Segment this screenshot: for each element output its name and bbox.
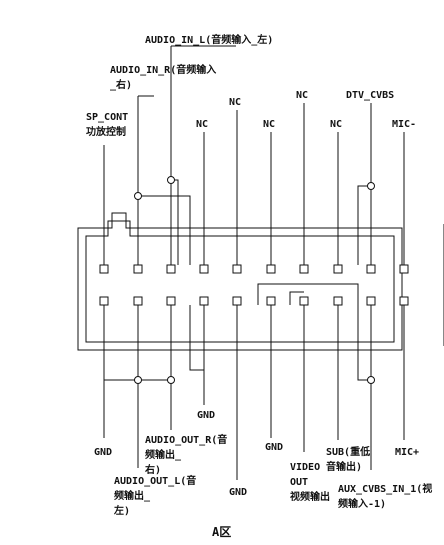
label-mic-minus: MIC- (392, 119, 416, 130)
label-sp-cont-line1: SP_CONT (86, 112, 128, 123)
label-video-out-line3: 视频输出 (290, 490, 330, 503)
pin-top-2 (133, 264, 143, 274)
label-sub-line1: SUB(重低 (326, 445, 370, 458)
pin-top-8 (333, 264, 343, 274)
diagram-caption: A区 (212, 525, 231, 539)
label-nc-4: NC (296, 90, 308, 101)
label-audio-out-r-line2: 频输出_ (145, 448, 182, 461)
label-audio-out-l-line3: 左) (113, 504, 130, 517)
pin-top-4 (199, 264, 209, 274)
pin-top-7 (299, 264, 309, 274)
junction-audio-in-l (167, 176, 175, 184)
pin-bottom-7 (299, 296, 309, 306)
label-audio-in-l: AUDIO_IN_L(音频输入_左) (145, 33, 273, 46)
label-mic-plus: MIC+ (395, 447, 419, 458)
label-nc-3: NC (263, 119, 275, 130)
junction-aux (367, 376, 375, 384)
junction-audio-in-r (134, 192, 142, 200)
label-aux-cvbs-line1: AUX_CVBS_IN_1(视 (338, 482, 432, 495)
bottom-wires (103, 283, 405, 480)
label-audio-in-r-line2: _右) (110, 78, 132, 91)
pin-bottom-10 (399, 296, 409, 306)
label-gnd-3: GND (229, 487, 247, 498)
top-wires (103, 45, 405, 265)
junctions (134, 176, 375, 384)
pin-bottom-6 (266, 296, 276, 306)
top-labels: AUDIO_IN_L(音频输入_左) AUDIO_IN_R(音频输入 _右) S… (86, 33, 416, 138)
label-gnd-4: GND (265, 442, 283, 453)
label-gnd-1: GND (94, 447, 112, 458)
label-video-out-line1: VIDEO (290, 462, 320, 473)
pin-bottom-5 (232, 296, 242, 306)
label-nc-2: NC (229, 97, 241, 108)
label-audio-out-r-line1: AUDIO_OUT_R(音 (145, 433, 227, 446)
junction-dtv-cvbs (367, 182, 375, 190)
label-nc-1: NC (196, 119, 208, 130)
wire-video-stub (289, 291, 304, 305)
label-sub-line2: 音输出) (326, 460, 362, 473)
bottom-labels: GND GND GND GND AUDIO_OUT_R(音 频输出_ 右) AU… (94, 410, 432, 517)
label-aux-cvbs-line2: 频输入-1) (338, 497, 386, 510)
pin-top-3 (166, 264, 176, 274)
wire-link-r (138, 195, 191, 265)
bottom-pin-row (99, 296, 409, 306)
pin-top-5 (232, 264, 242, 274)
label-audio-out-l-line2: 频输出_ (114, 489, 151, 502)
pin-bottom-2 (133, 296, 143, 306)
label-audio-in-r-line1: AUDIO_IN_R(音频输入 (110, 63, 216, 76)
pin-top-1 (99, 264, 109, 274)
pin-bottom-4 (199, 296, 209, 306)
label-gnd-2: GND (197, 410, 215, 421)
pin-bottom-1 (99, 296, 109, 306)
label-nc-5: NC (330, 119, 342, 130)
label-video-out-line2: OUT (290, 477, 308, 488)
wire-aux-link (357, 305, 371, 381)
pin-top-6 (266, 264, 276, 274)
label-audio-out-l-line1: AUDIO_OUT_L(音 (114, 474, 196, 487)
pin-bottom-3 (166, 296, 176, 306)
label-dtv-cvbs: DTV_CVBS (346, 90, 394, 101)
wire-gnd-2 (189, 305, 205, 405)
connector-housing (77, 212, 444, 351)
label-audio-out-r-line3: 右) (144, 463, 161, 476)
wire-video-link (257, 283, 359, 305)
pin-bottom-8 (333, 296, 343, 306)
pin-bottom-9 (366, 296, 376, 306)
junction-gnd-l (134, 376, 142, 384)
junction-gnd-r (167, 376, 175, 384)
pin-top-10 (399, 264, 409, 274)
label-sp-cont-line2: 功放控制 (86, 125, 126, 138)
pin-top-9 (366, 264, 376, 274)
wire-dtv-link (357, 185, 371, 265)
